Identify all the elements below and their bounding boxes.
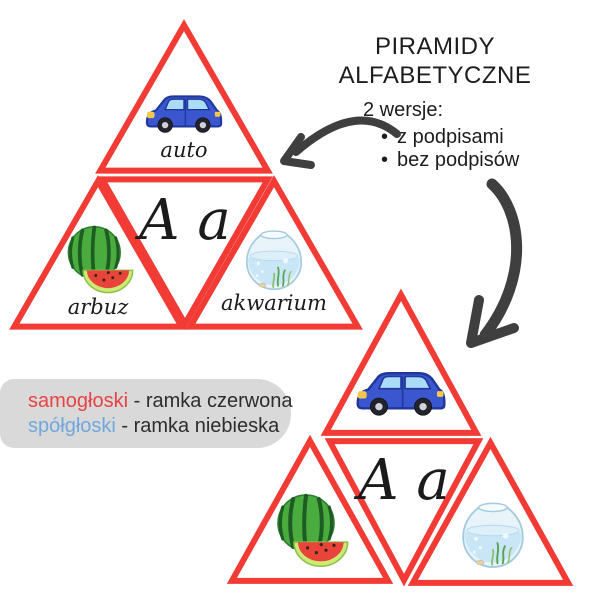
- aquarium-icon: [245, 230, 303, 291]
- pyramid2-left-tile: [226, 434, 394, 586]
- bullet-icon: •: [381, 149, 389, 171]
- version-item-1: • z podpisami: [381, 126, 504, 149]
- bullet-icon: •: [381, 126, 389, 148]
- page-title-line1: PIRAMIDY: [374, 33, 495, 60]
- legend-consonants-term: spółgłoski: [28, 414, 116, 437]
- pyramid2-right-tile: [407, 436, 574, 588]
- pyramid1-letter-tile: A a: [96, 174, 274, 331]
- pyramid2-top-tile: [320, 288, 482, 438]
- legend-consonants-text: - ramka niebieska: [121, 414, 280, 437]
- versions-heading: 2 wersje:: [363, 99, 444, 121]
- aquarium-icon: [462, 502, 524, 568]
- tile-caption: auto: [160, 138, 208, 162]
- legend-vowels-text: - ramka czerwona: [133, 389, 293, 412]
- page-title: PIRAMIDY ALFABETYCZNE: [318, 32, 552, 90]
- legend-consonants-line: spółgłoski - ramka niebieska: [28, 415, 291, 438]
- pyramid2-letter-tile: A a: [324, 436, 484, 587]
- letter-pair: A a: [358, 448, 450, 513]
- watermelon-icon: [277, 493, 349, 567]
- car-icon: [145, 95, 223, 133]
- tile-caption: akwarium: [221, 291, 327, 315]
- legend-box: samogłoski - ramka czerwona spółgłoski -…: [0, 379, 293, 448]
- tile-caption: arbuz: [67, 295, 129, 319]
- version-item-1-label: z podpisami: [397, 126, 504, 148]
- legend-vowels-term: samogłoski: [28, 389, 129, 412]
- pyramid1-top-tile: auto: [94, 18, 274, 176]
- pyramid1-right-tile: akwarium: [184, 174, 364, 332]
- red-triangle-frame: [96, 174, 274, 331]
- letter-pair: A a: [139, 188, 231, 253]
- version-item-2-label: bez podpisów: [397, 149, 520, 171]
- car-icon: [356, 371, 446, 416]
- version-item-2: • bez podpisów: [381, 149, 519, 172]
- pyramid1-left-tile: arbuz: [8, 174, 188, 332]
- page-title-line2: ALFABETYCZNE: [338, 62, 532, 89]
- red-triangle-frame: [324, 436, 484, 587]
- watermelon-icon: [67, 225, 134, 294]
- legend-vowels-line: samogłoski - ramka czerwona: [28, 389, 293, 413]
